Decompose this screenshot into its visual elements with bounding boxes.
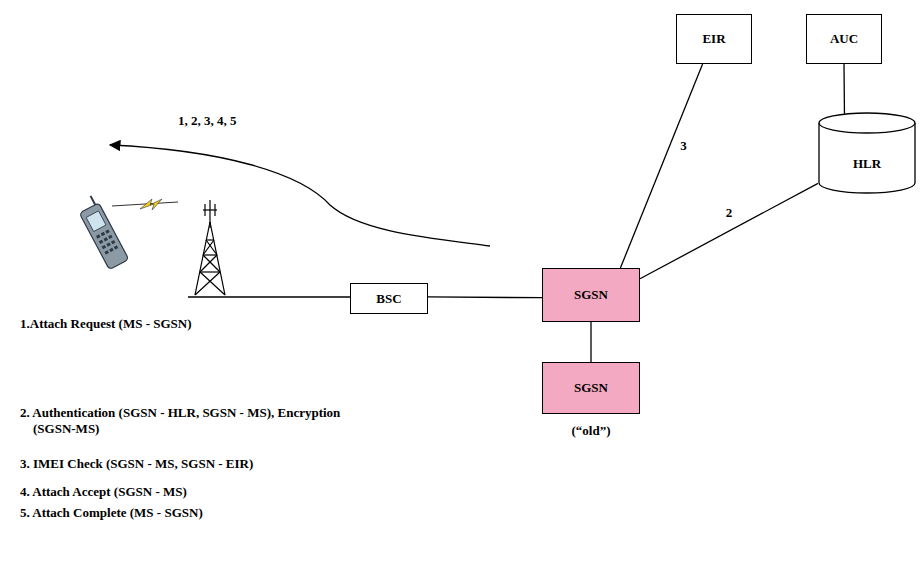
link-line — [428, 296, 542, 298]
link-line — [620, 64, 702, 268]
hlr-database: HLR — [818, 112, 916, 194]
step-note: 1.Attach Request (MS - SGSN) — [20, 316, 192, 332]
message-numbers: 1, 2, 3, 4, 5 — [178, 113, 237, 129]
auc-box: AUC — [806, 14, 882, 64]
sgsn-box: SGSN — [542, 268, 640, 322]
step-note: 4. Attach Accept (SGSN - MS) — [20, 484, 187, 500]
old-sgsn-box: SGSN(“old”) — [542, 362, 640, 414]
link-number: 3 — [678, 138, 689, 154]
link-line — [843, 64, 845, 114]
node-label: AUC — [830, 31, 858, 47]
antenna-tower — [195, 200, 225, 295]
step-note: 2. Authentication (SGSN - HLR, SGSN - MS… — [20, 405, 383, 437]
link-line — [640, 183, 818, 278]
cylinder-top — [819, 113, 915, 133]
node-caption: (“old”) — [572, 423, 611, 439]
node-label: BSC — [376, 291, 401, 307]
message-arrow — [110, 145, 490, 246]
step-note: 3. IMEI Check (SGSN - MS, SGSN - EIR) — [20, 456, 253, 472]
cylinder-outline — [818, 112, 916, 194]
node-label: HLR — [853, 156, 881, 172]
eir-box: EIR — [676, 14, 752, 64]
link-number: 2 — [724, 205, 735, 221]
node-label: SGSN — [574, 380, 608, 396]
node-label: EIR — [702, 31, 725, 47]
bsc-box: BSC — [350, 283, 428, 314]
radio-link — [112, 199, 178, 210]
link-line — [590, 322, 591, 362]
tower-cable — [188, 296, 350, 297]
node-label: SGSN — [574, 287, 608, 303]
step-note: 5. Attach Complete (MS - SGSN) — [20, 505, 203, 521]
